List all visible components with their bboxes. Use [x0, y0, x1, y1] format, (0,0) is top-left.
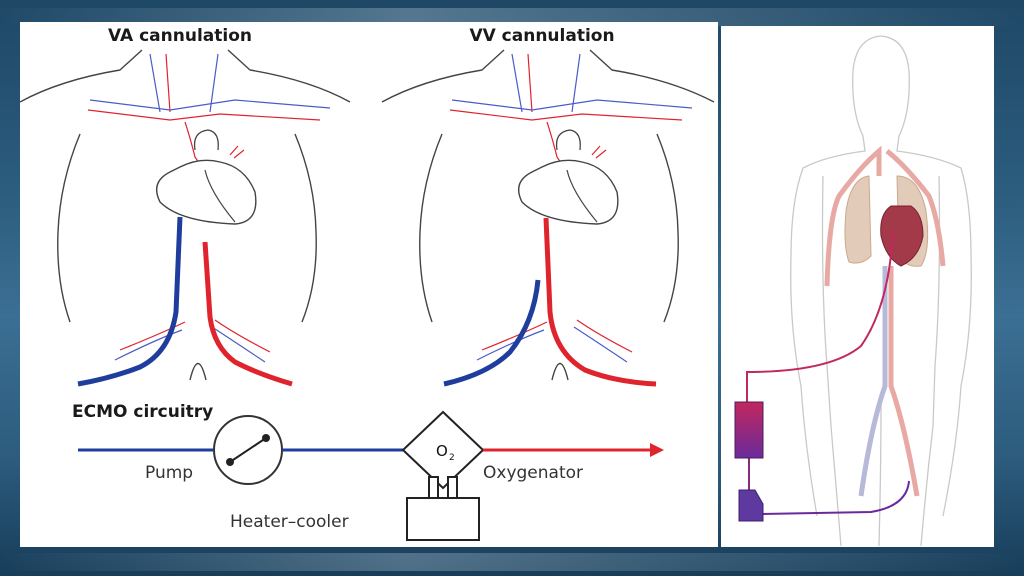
circuit-title: ECMO circuitry [72, 402, 213, 422]
ecmo-patient-illustration-panel [721, 26, 994, 547]
va-arterial-cannula [202, 241, 293, 387]
arterial-return-line [746, 230, 894, 404]
vv-arm-outline [656, 133, 679, 323]
heater-cooler-box [406, 497, 480, 541]
vv-body-outline [381, 49, 505, 103]
oxygenator-label: Oxygenator [483, 463, 583, 483]
vv-figure: VV cannulation [381, 26, 715, 387]
background-streak [0, 553, 1024, 571]
vv-body-outline [589, 49, 715, 103]
vv-thin-vessels [449, 53, 693, 363]
ecmo-circuit: ECMO circuitry O 2 Pump Oxygenator Heate… [72, 402, 664, 541]
heater-cooler-label: Heater–cooler [230, 512, 349, 532]
ecmo-patient-illustration [734, 35, 972, 547]
flow-arrowhead [650, 443, 664, 457]
va-body-outline [227, 49, 351, 103]
pump-unit [738, 489, 764, 522]
o2-label: O [436, 442, 448, 460]
va-groin-outline [189, 362, 207, 381]
vv-groin-outline [551, 362, 569, 381]
vv-heart [518, 129, 619, 225]
vv-venous-cannula [443, 279, 541, 387]
va-heart [156, 129, 257, 225]
vv-title: VV cannulation [469, 26, 614, 46]
body-silhouette [790, 35, 972, 547]
pump-symbol [213, 415, 283, 485]
background-streak [0, 8, 1024, 26]
va-venous-cannula [77, 216, 183, 387]
oxygenator-symbol: O 2 [401, 410, 485, 490]
vv-arm-outline [419, 133, 443, 323]
va-arm-outline [294, 133, 317, 323]
venous-drainage-line [760, 480, 910, 515]
va-arm-outline [57, 133, 81, 323]
va-thin-vessels [87, 53, 331, 363]
ecmo-diagram-panel: VA cannulation [20, 22, 718, 547]
o2-subscript: 2 [449, 453, 455, 463]
oxygenator-unit [734, 401, 764, 459]
va-figure: VA cannulation [20, 26, 351, 387]
pump-label: Pump [145, 463, 193, 483]
great-vessels [824, 145, 946, 497]
vv-return-cannula [543, 217, 657, 387]
va-body-outline [20, 49, 143, 103]
va-title: VA cannulation [108, 26, 252, 46]
ecmo-diagram: VA cannulation [20, 26, 715, 541]
